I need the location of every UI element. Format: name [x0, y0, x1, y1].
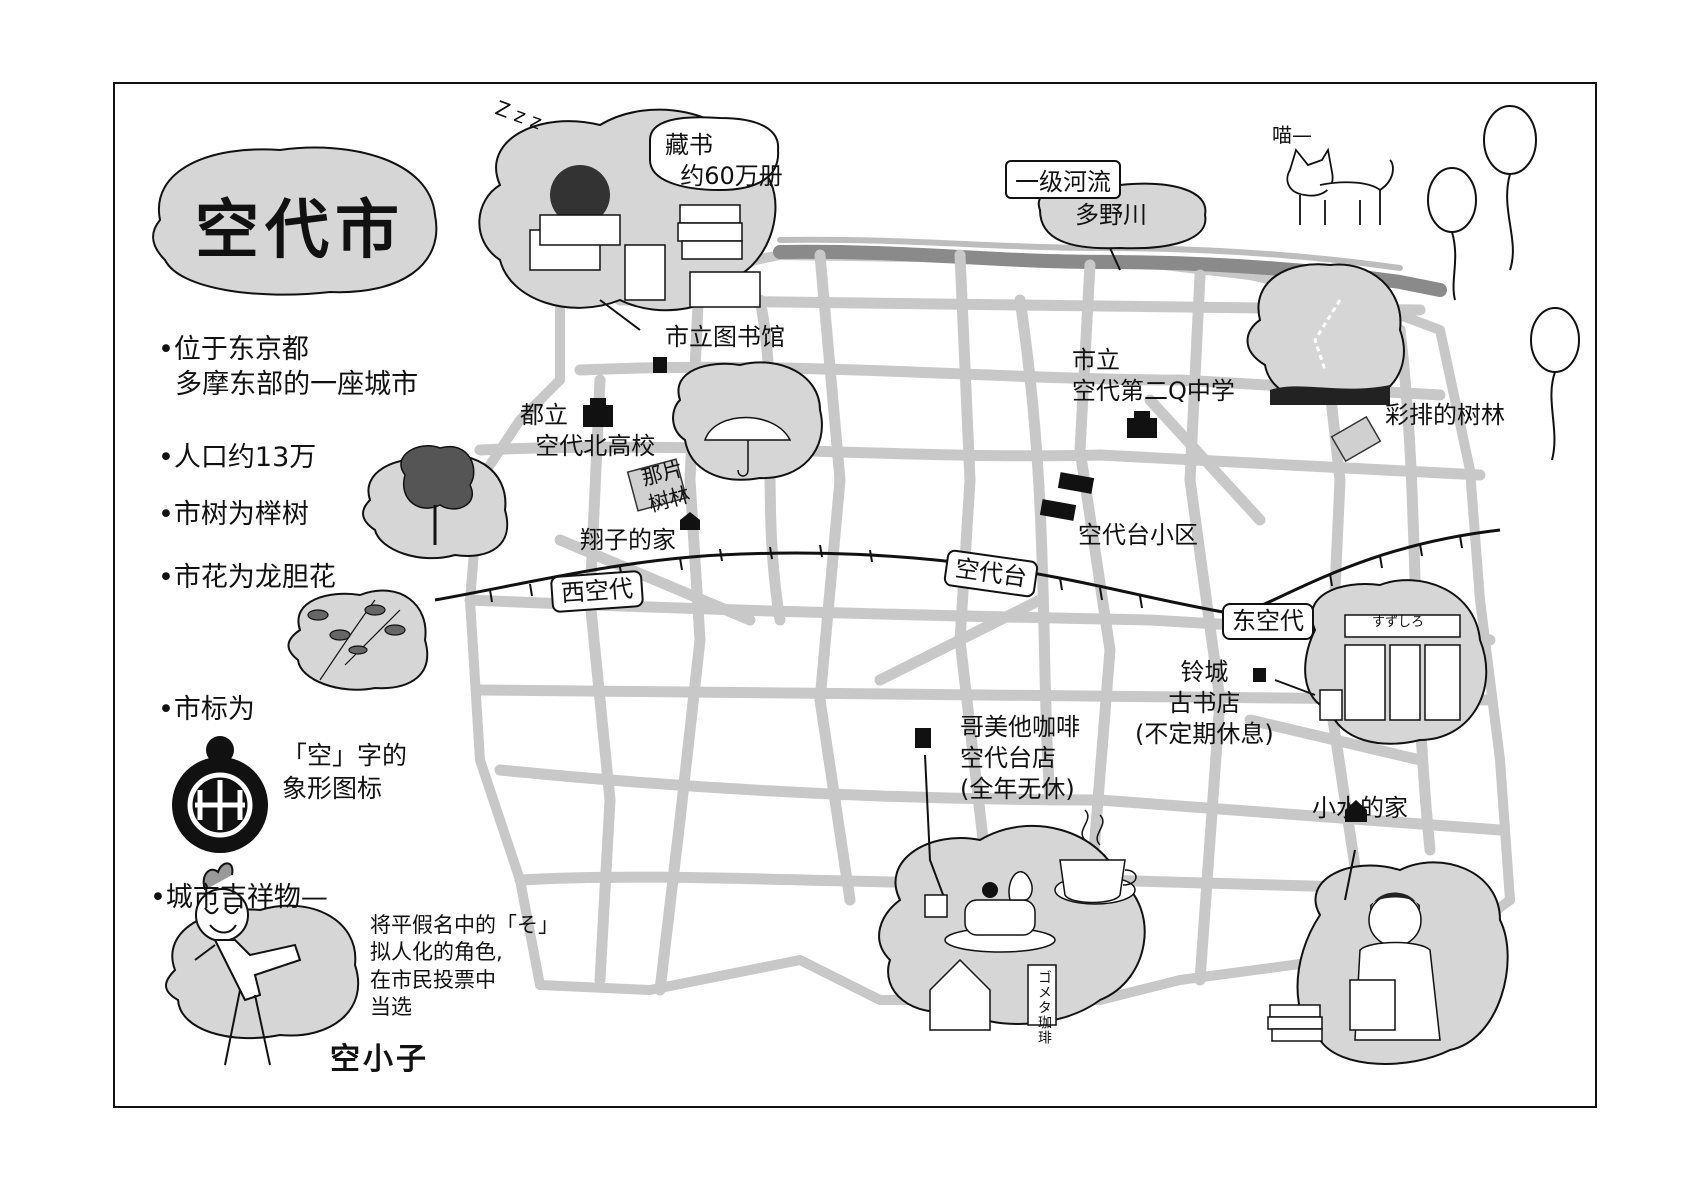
- label-residential: 空代台小区: [1078, 521, 1198, 549]
- info-population: •人口约13万: [158, 442, 317, 473]
- info-flower: •市花为龙胆花: [158, 562, 336, 593]
- info-location: •位于东京都 多摩东部的一座城市: [158, 334, 419, 401]
- umbrella-icon: [703, 416, 792, 441]
- sleeping-girl-icon: [550, 165, 610, 225]
- info-mascot-intro: •城市吉祥物—: [150, 882, 328, 913]
- cat-icon: [1286, 147, 1394, 225]
- label-shoko-home: 翔子的家: [580, 526, 676, 554]
- book-stack-icon: [624, 204, 761, 308]
- river-class-tag: 一级河流: [1005, 160, 1121, 199]
- balloon-icons: [1427, 105, 1580, 461]
- colorful-forest-patch: [1330, 415, 1382, 463]
- label-library: 市立图书馆: [665, 323, 785, 351]
- mascot-name: 空小子: [330, 1042, 429, 1077]
- library-books-text: 藏书 约60万册: [665, 131, 783, 191]
- building-markers: [583, 357, 1367, 822]
- city-emblem-icon: [172, 736, 268, 853]
- pancake-icon: [944, 871, 1056, 953]
- cafe-sign-icon: [1027, 964, 1057, 1026]
- label-colorful-forest: 彩排的树林: [1385, 401, 1505, 429]
- coffee-cup-icon: [1054, 809, 1137, 905]
- bookstore-sign-text: すずしろ: [1372, 615, 1425, 630]
- cafe-building-icon: [929, 958, 991, 1031]
- label-bookstore: 铃城 古书店 (不定期休息): [1135, 658, 1274, 749]
- map-frame: [113, 82, 1597, 1108]
- forest-patch: [626, 458, 688, 512]
- info-emblem-desc: 「空」字的 象形图标: [282, 741, 408, 803]
- cat-sound: 喵—: [1272, 123, 1312, 147]
- gentian-flower-icon: [307, 599, 406, 681]
- label-komizu-home: 小水的家: [1312, 794, 1408, 822]
- cafe-sign-text: ゴメタ珈琲: [1036, 970, 1052, 1045]
- station-east[interactable]: 东空代: [1222, 603, 1314, 640]
- cherry-icon: [982, 882, 998, 898]
- label-cafe: 哥美他咖啡 空代台店 (全年无休): [960, 713, 1080, 804]
- colorful-forest-bubble: [1246, 263, 1405, 405]
- speech-bubble: [649, 116, 780, 192]
- milk-jug-icon: [924, 894, 948, 918]
- info-mascot-desc: 将平假名中的「そ」 拟人化的角色, 在市民投票中 当选: [370, 913, 559, 1019]
- komizu-books-icon: [1267, 1004, 1323, 1042]
- open-book-icon: [1349, 979, 1396, 1031]
- flower-bubble: [287, 589, 429, 691]
- title-blob: [152, 146, 438, 296]
- bookstore-front-icon: [1319, 614, 1461, 721]
- label-junior-high: 市立 空代第二Q中学: [1072, 346, 1235, 406]
- info-emblem-intro: •市标为: [158, 694, 255, 725]
- mascot-icon: [194, 862, 302, 1066]
- label-north-high: 都立 空代北高校: [520, 401, 656, 461]
- komizu-face-icon: [1368, 893, 1422, 947]
- city-title: 空代市: [195, 194, 405, 268]
- station-west[interactable]: 西空代: [549, 569, 645, 613]
- zelkova-tree-icon: [400, 445, 475, 545]
- info-tree: •市树为榉树: [158, 499, 309, 530]
- river-name: 多野川: [1075, 201, 1147, 229]
- tree-line-icon: [1270, 385, 1390, 405]
